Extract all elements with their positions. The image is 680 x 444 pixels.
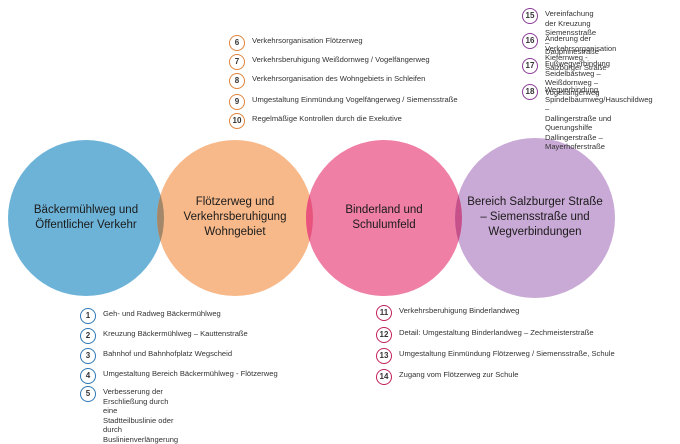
list-item-13: 13 Umgestaltung Einmündung Flötzerweg / … bbox=[376, 348, 615, 364]
list-item-text: Verkehrsberuhigung Binderlandweg bbox=[399, 306, 520, 315]
list-item-16: 16 Änderung der Verkehrsorganisation Kie… bbox=[522, 33, 616, 72]
number-badge: 2 bbox=[80, 328, 96, 344]
list-item-text: Verkehrsorganisation des Wohngebiets in … bbox=[252, 74, 426, 83]
list-item-text: Verbesserung der Erschließung durch eine… bbox=[103, 387, 179, 444]
number-badge: 13 bbox=[376, 348, 392, 364]
list-item-text: Fußwegverbindung Seidelbastweg – Weißdor… bbox=[545, 59, 611, 97]
number-badge: 16 bbox=[522, 33, 538, 49]
list-item-text: Kreuzung Bäckermühlweg – Kauttenstraße bbox=[103, 329, 248, 338]
circle-pink bbox=[306, 140, 462, 296]
number-badge: 15 bbox=[522, 8, 538, 24]
list-item-text: Vereinfachung der Kreuzung Siemensstraße… bbox=[545, 9, 600, 56]
circle-label-pink: Binderland und Schulumfeld bbox=[345, 204, 423, 231]
list-item-10: 10 Regelmäßige Kontrollen durch die Exek… bbox=[229, 113, 402, 129]
list-item-3: 3 Bahnhof und Bahnhofplatz Wegscheid bbox=[80, 348, 232, 364]
number-badge: 7 bbox=[229, 54, 245, 70]
circle-purple bbox=[455, 138, 615, 298]
list-item-4: 4 Umgestaltung Bereich Bäckermühlweg - F… bbox=[80, 368, 278, 384]
circle-blue bbox=[8, 140, 164, 296]
list-item-14: 14 Zugang vom Flötzerweg zur Schule bbox=[376, 369, 518, 385]
list-item-9: 9 Umgestaltung Einmündung Vogelfängerweg… bbox=[229, 94, 458, 110]
number-badge: 1 bbox=[80, 308, 96, 324]
number-badge: 18 bbox=[522, 84, 538, 100]
list-item-text: Verkehrsberuhigung Weißdornweg / Vogelfä… bbox=[252, 55, 430, 64]
list-item-12: 12 Detail: Umgestaltung Binderlandweg – … bbox=[376, 327, 594, 343]
list-item-text: Änderung der Verkehrsorganisation Kiefer… bbox=[545, 34, 617, 72]
list-item-text: Umgestaltung Einmündung Flötzerweg / Sie… bbox=[399, 349, 615, 358]
list-item-11: 11 Verkehrsberuhigung Binderlandweg bbox=[376, 305, 519, 321]
list-item-text: Bahnhof und Bahnhofplatz Wegscheid bbox=[103, 349, 233, 358]
number-badge: 5 bbox=[80, 386, 96, 402]
list-item-1: 1 Geh- und Radweg Bäckermühlweg bbox=[80, 308, 221, 324]
list-item-text: Zugang vom Flötzerweg zur Schule bbox=[399, 370, 519, 379]
number-badge: 4 bbox=[80, 368, 96, 384]
circle-label-orange: Flötzerweg und Verkehrsberuhigung Wohnge… bbox=[183, 195, 287, 238]
list-item-5: 5 Verbesserung der Erschließung durch ei… bbox=[80, 386, 178, 444]
number-badge: 8 bbox=[229, 73, 245, 89]
circle-orange bbox=[157, 140, 313, 296]
list-item-2: 2 Kreuzung Bäckermühlweg – Kauttenstraße bbox=[80, 328, 248, 344]
list-item-8: 8 Verkehrsorganisation des Wohngebiets i… bbox=[229, 73, 425, 89]
list-item-text: Wegverbindung Spindelbaumweg/Hauschildwe… bbox=[545, 85, 653, 151]
circle-label-purple: Bereich Salzburger Straße – Siemensstraß… bbox=[467, 195, 603, 238]
list-item-text: Geh- und Radweg Bäckermühlweg bbox=[103, 309, 221, 318]
number-badge: 17 bbox=[522, 58, 538, 74]
number-badge: 14 bbox=[376, 369, 392, 385]
list-item-18: 18 Wegverbindung Spindelbaumweg/Hauschil… bbox=[522, 84, 653, 152]
list-item-6: 6 Verkehrsorganisation Flötzerweg bbox=[229, 35, 363, 51]
list-item-text: Umgestaltung Einmündung Vogelfängerweg /… bbox=[252, 95, 458, 104]
list-item-text: Regelmäßige Kontrollen durch die Exekuti… bbox=[252, 114, 402, 123]
list-item-7: 7 Verkehrsberuhigung Weißdornweg / Vogel… bbox=[229, 54, 430, 70]
list-item-15: 15 Vereinfachung der Kreuzung Siemensstr… bbox=[522, 8, 599, 57]
list-item-text: Verkehrsorganisation Flötzerweg bbox=[252, 36, 363, 45]
list-item-text: Umgestaltung Bereich Bäckermühlweg - Flö… bbox=[103, 369, 278, 378]
number-badge: 3 bbox=[80, 348, 96, 364]
number-badge: 12 bbox=[376, 327, 392, 343]
list-item-text: Detail: Umgestaltung Binderlandweg – Zec… bbox=[399, 328, 594, 337]
number-badge: 9 bbox=[229, 94, 245, 110]
number-badge: 10 bbox=[229, 113, 245, 129]
number-badge: 6 bbox=[229, 35, 245, 51]
venn-diagram bbox=[8, 138, 615, 298]
number-badge: 11 bbox=[376, 305, 392, 321]
circle-label-blue: Bäckermühlweg und Öffentlicher Verkehr bbox=[33, 204, 139, 231]
list-item-17: 17 Fußwegverbindung Seidelbastweg – Weiß… bbox=[522, 58, 610, 97]
